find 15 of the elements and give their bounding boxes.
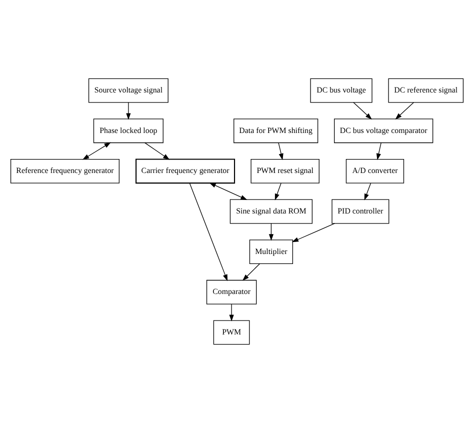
arrow xyxy=(82,142,111,160)
arrow xyxy=(364,182,372,200)
arrow xyxy=(242,262,260,280)
arrow xyxy=(268,222,274,240)
arrow xyxy=(209,182,248,200)
arrow xyxy=(229,303,234,321)
arrow xyxy=(278,142,284,160)
arrow xyxy=(353,102,372,119)
arrow xyxy=(189,182,228,281)
arrow xyxy=(274,182,282,200)
arrow xyxy=(144,142,170,160)
arrow xyxy=(126,102,131,120)
arrow xyxy=(376,142,382,160)
arrow xyxy=(395,102,414,119)
arrow xyxy=(292,222,335,242)
